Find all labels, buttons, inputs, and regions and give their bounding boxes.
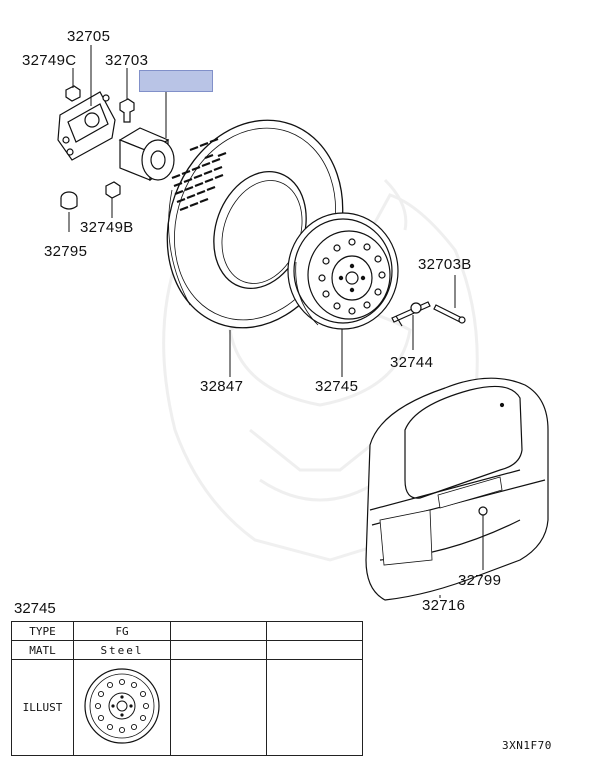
callout-32705[interactable]: 32705 (67, 28, 111, 45)
table-cell (266, 621, 363, 641)
table-cell (266, 659, 363, 756)
spec-table-title: 32745 (14, 600, 56, 617)
table-cell (170, 640, 267, 660)
table-row: MATL Steel (11, 640, 363, 660)
table-cell (170, 659, 267, 756)
table-row: TYPE FG (11, 621, 363, 641)
callout-32703[interactable]: 32703 (105, 52, 149, 69)
spare-cover-32716 (365, 377, 549, 601)
nut-32749b (105, 181, 121, 199)
bolt-32703b (433, 304, 466, 324)
row-header: ILLUST (11, 659, 74, 756)
table-cell (170, 621, 267, 641)
cap-32795 (60, 191, 78, 210)
callout-32847[interactable]: 32847 (200, 378, 244, 395)
bracket-32705 (57, 91, 116, 161)
nut-32749c (65, 85, 81, 102)
callout-32744[interactable]: 32744 (390, 354, 434, 371)
row-header: MATL (11, 640, 74, 660)
callout-32795[interactable]: 32795 (44, 243, 88, 260)
row-header: TYPE (11, 621, 74, 641)
wheel-illustration (84, 668, 160, 744)
figure-code: 3XN1F70 (502, 739, 552, 752)
carrier-block (118, 127, 175, 182)
steel-wheel-32745 (287, 212, 399, 330)
callout-32745[interactable]: 32745 (315, 378, 359, 395)
table-cell (266, 640, 363, 660)
callout-32716[interactable]: 32716 (422, 597, 466, 614)
callout-32703b[interactable]: 32703B (418, 256, 472, 273)
bolt-32744 (391, 301, 431, 327)
leader-lines (68, 45, 484, 598)
bolt-32703 (119, 98, 135, 123)
highlighted-part-box[interactable] (139, 70, 213, 92)
spec-table: TYPE FG MATL Steel ILLUST (11, 621, 363, 756)
callout-32749b[interactable]: 32749B (80, 219, 134, 236)
table-cell: Steel (73, 640, 171, 660)
tire-tread (171, 137, 227, 212)
table-cell: FG (73, 621, 171, 641)
table-row: ILLUST (11, 659, 363, 756)
callout-32799[interactable]: 32799 (458, 572, 502, 589)
callout-32749c[interactable]: 32749C (22, 52, 77, 69)
wheel-illustration-cell (73, 659, 171, 756)
